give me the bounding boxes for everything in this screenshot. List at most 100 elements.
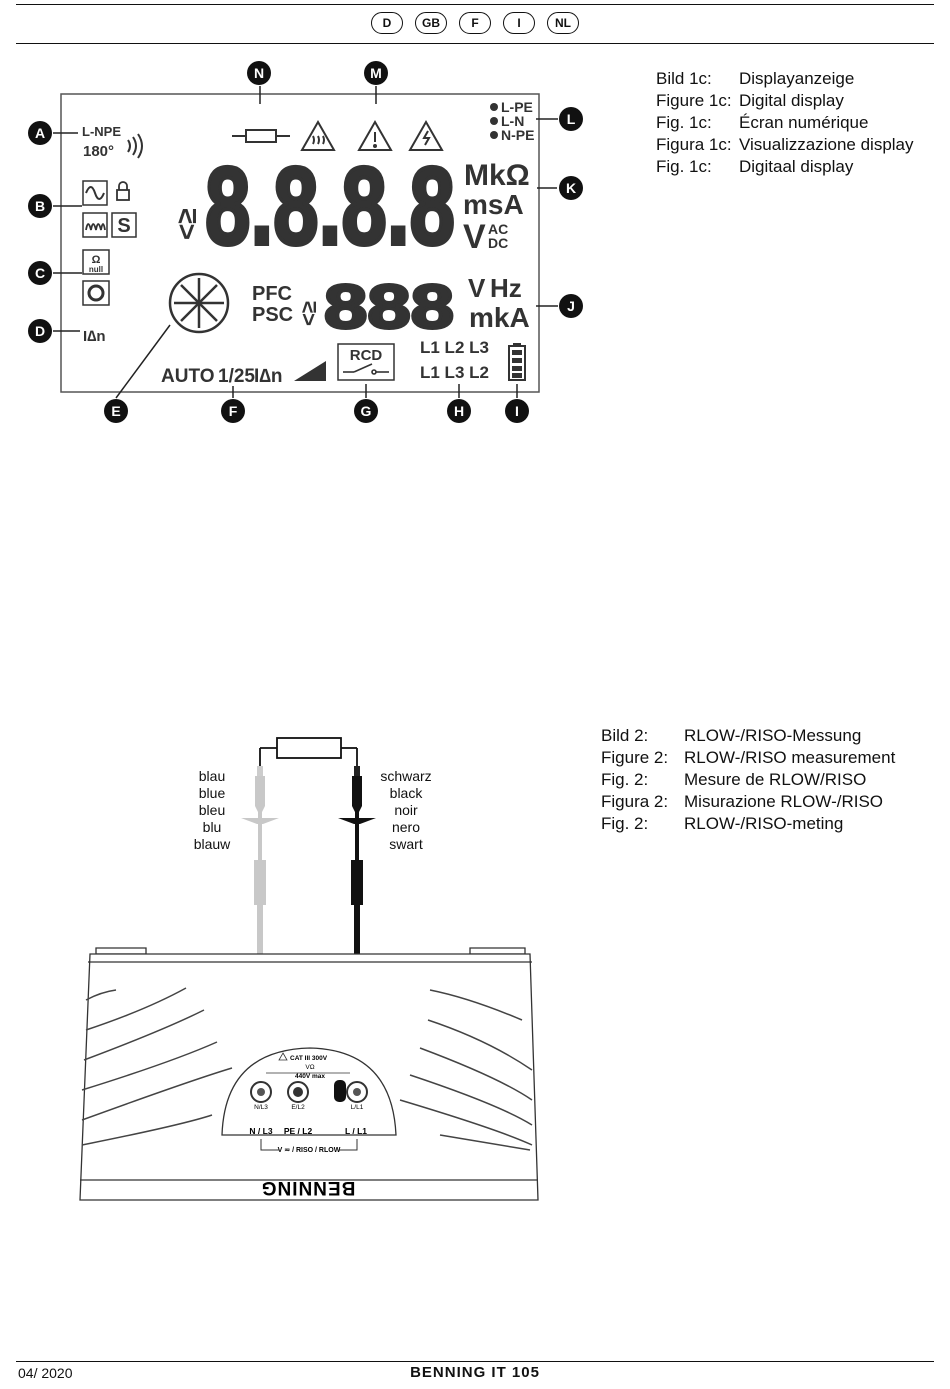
header-rule bbox=[16, 43, 934, 44]
lcd-units-msa: msA bbox=[463, 189, 524, 220]
callout-H: H bbox=[454, 403, 464, 419]
warning-small-icon bbox=[278, 1052, 288, 1061]
fuse-icon bbox=[232, 129, 290, 143]
jack-n-l3 bbox=[250, 1081, 272, 1103]
callout-B: B bbox=[35, 198, 45, 214]
lcd-mka: mkA bbox=[469, 302, 530, 333]
callout-leaders bbox=[53, 86, 558, 399]
callout-C: C bbox=[35, 265, 45, 281]
lock-icon bbox=[116, 181, 130, 201]
caption-key: Bild 2: bbox=[601, 726, 649, 745]
caption-row: Fig. 2:Mesure de RLOW/RISO bbox=[601, 769, 895, 791]
lcd-l-n: L-N bbox=[501, 113, 524, 129]
measurement-diagram: CAT III 300V VΩ 440V max N/L3 E/L2 L/L1 … bbox=[79, 737, 539, 1201]
lcd-diagram: N M A B C D L K J E F G H I L-NPE 180° S… bbox=[28, 61, 583, 423]
callout-F: F bbox=[229, 403, 238, 419]
callout-markers: N M A B C D L K J E F G H I bbox=[28, 61, 583, 423]
caption-row: Fig. 1c:Écran numérique bbox=[656, 112, 914, 134]
caption-row: Bild 2: RLOW-/RISO-Messung bbox=[601, 725, 895, 747]
caption-key: Fig. 2: bbox=[601, 770, 649, 789]
caption-value: RLOW-/RISO-Messung bbox=[684, 726, 862, 745]
caption-value: RLOW-/RISO-meting bbox=[684, 814, 844, 833]
caption-row: Figura 2:Misurazione RLOW-/RISO bbox=[601, 791, 895, 813]
lcd-rcd: RCD bbox=[350, 347, 383, 364]
figure1-caption: Bild 1c: Displayanzeige Figure 1c: Digital… bbox=[656, 68, 914, 178]
high-voltage-warning-icon bbox=[408, 119, 444, 151]
lang-nl: NL bbox=[547, 12, 579, 34]
lcd-frame bbox=[60, 93, 540, 393]
ramp-icon bbox=[294, 361, 326, 381]
rcd-box bbox=[337, 343, 395, 381]
caption-key: Fig. 1c: bbox=[656, 157, 712, 176]
caption-value: Displayanzeige bbox=[739, 69, 855, 88]
jack-l-l1 bbox=[334, 1080, 368, 1103]
hot-surface-warning-icon bbox=[300, 119, 336, 151]
lcd-psc: PSC bbox=[252, 304, 293, 326]
lcd-sub-digits: 888 bbox=[324, 273, 454, 342]
lcd-dc: DC bbox=[488, 235, 508, 251]
terminal-label-pe-l2: PE / L2 bbox=[284, 1126, 313, 1136]
brand-logo: BENNING bbox=[261, 1177, 356, 1198]
black-lead-label: schwarz black noir nero swart bbox=[374, 768, 438, 853]
caption-key: Bild 1c: bbox=[656, 69, 712, 88]
footer-model: BENNING IT 105 bbox=[410, 1364, 540, 1381]
callout-I: I bbox=[515, 403, 519, 419]
footer-rule bbox=[16, 1361, 934, 1362]
lcd-ratio: 1/25 bbox=[218, 366, 255, 387]
lead-color-word: blu bbox=[202, 819, 222, 835]
lcd-hz: Hz bbox=[490, 273, 522, 303]
s-box bbox=[111, 212, 137, 238]
lcd-phase-row2: L1 L3 L2 bbox=[420, 363, 489, 382]
lcd-180: 180° bbox=[83, 143, 114, 160]
lead-color-word: noir bbox=[394, 802, 418, 818]
lang-gb: GB bbox=[415, 12, 447, 34]
caption-row: Bild 1c: Displayanzeige bbox=[656, 68, 914, 90]
callout-N: N bbox=[254, 65, 264, 81]
footer-date: 04/ 2020 bbox=[18, 1365, 73, 1381]
lcd-idn: I∆n bbox=[254, 366, 283, 387]
jack-label-n-l3: N/L3 bbox=[254, 1104, 268, 1111]
caption-key: Figure 2: bbox=[601, 748, 669, 767]
caution-warning-icon bbox=[357, 119, 393, 151]
callout-J: J bbox=[567, 298, 575, 314]
rotary-field-icon bbox=[168, 272, 230, 334]
ohm-null-icon: Ω null bbox=[82, 249, 110, 275]
lcd-v-sub: V bbox=[468, 273, 486, 303]
lcd-l-pe: L-PE bbox=[501, 99, 533, 115]
pulse-wave-icon bbox=[82, 212, 108, 238]
caption-row: Figure 1c: Digital display bbox=[656, 90, 914, 112]
caption-value: Digitaal display bbox=[739, 157, 854, 176]
caption-key: Fig. 1c: bbox=[656, 113, 712, 132]
lead-color-word: schwarz bbox=[380, 768, 432, 784]
jack-label-l-l1: L/L1 bbox=[351, 1104, 364, 1111]
caption-row: Figure 2:RLOW-/RISO measurement bbox=[601, 747, 895, 769]
callout-L: L bbox=[567, 111, 576, 127]
callout-A: A bbox=[35, 125, 45, 141]
lcd-idn-small: I∆n bbox=[83, 328, 106, 345]
caption-row: Fig. 1c: Digitaal display bbox=[656, 156, 914, 178]
callout-E: E bbox=[111, 403, 120, 419]
terminal-bracket bbox=[260, 1139, 358, 1151]
caption-row: Figura 1c:Visualizzazione display bbox=[656, 134, 914, 156]
lcd-main-digits: 8.8.8.8 bbox=[205, 145, 455, 268]
device-vohm-label: VΩ bbox=[305, 1064, 314, 1071]
caption-key: Figure 1c: bbox=[656, 91, 732, 110]
socket-panel bbox=[221, 1047, 397, 1136]
lcd-pfc: PFC bbox=[252, 283, 292, 305]
lcd-phase-row1: L1 L2 L3 bbox=[420, 338, 489, 357]
cycle-icon bbox=[82, 280, 110, 306]
lead-color-word: nero bbox=[391, 819, 421, 835]
switch-icon bbox=[343, 363, 389, 375]
lcd-units-v: V bbox=[463, 218, 486, 256]
lead-color-word: blue bbox=[198, 785, 226, 801]
lcd-auto: AUTO bbox=[161, 366, 214, 387]
caption-value: Digital display bbox=[739, 91, 844, 110]
caption-key: Figura 2: bbox=[601, 792, 669, 811]
caption-key: Figura 1c: bbox=[656, 135, 732, 154]
lcd-units-mkohm: MkΩ bbox=[464, 159, 530, 192]
lead-color-word: swart bbox=[389, 836, 423, 852]
caption-row: Fig. 2: RLOW-/RISO-meting bbox=[601, 813, 895, 835]
caption-key: Fig. 2: bbox=[601, 814, 649, 833]
lead-color-word: blauw bbox=[193, 836, 231, 852]
lead-color-word: blau bbox=[198, 768, 226, 784]
